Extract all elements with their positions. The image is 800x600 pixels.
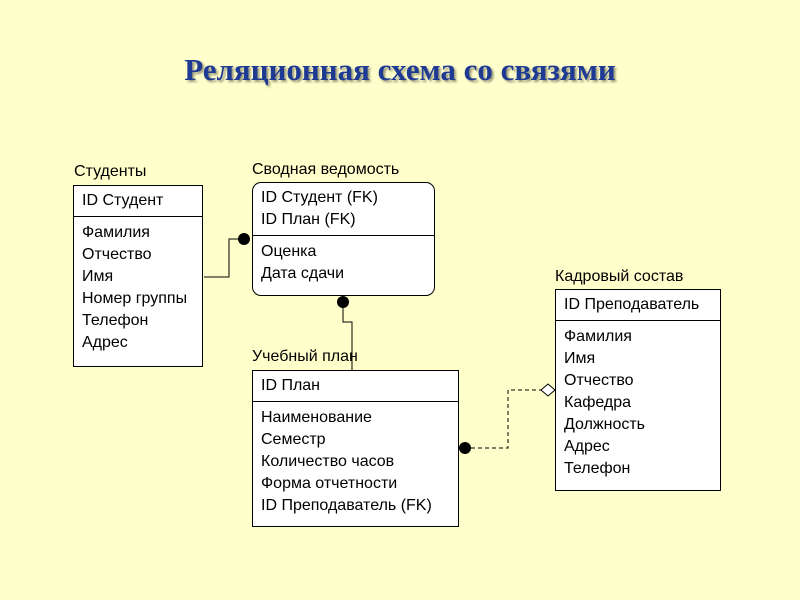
plan-attributes: Наименование Семестр Количество часов Фо… xyxy=(253,402,458,522)
plan-field: Наименование xyxy=(261,409,372,426)
connector-line xyxy=(204,238,244,278)
summary-key-section: ID Студент (FK) ID План (FK) xyxy=(253,183,434,236)
staff-field: Адрес xyxy=(564,438,610,455)
relation-staff-plan xyxy=(459,383,556,454)
staff-attributes: Фамилия Имя Отчество Кафедра Должность А… xyxy=(556,321,720,485)
students-table-label: Студенты xyxy=(74,163,147,180)
relation-plan-summary xyxy=(337,296,353,370)
students-field: Номер группы xyxy=(82,290,188,307)
staff-key-field: ID Преподаватель xyxy=(564,296,700,313)
staff-key-section: ID Преподаватель xyxy=(556,290,720,321)
summary-attributes: Оценка Дата сдачи xyxy=(253,236,434,290)
many-end-dot xyxy=(337,296,349,308)
connector-line xyxy=(342,302,353,370)
students-table[interactable]: ID Студент Фамилия Отчество Имя Номер гр… xyxy=(73,185,203,367)
students-attributes: Фамилия Отчество Имя Номер группы Телефо… xyxy=(74,217,202,359)
students-field: Телефон xyxy=(82,312,149,329)
plan-table[interactable]: ID План Наименование Семестр Количество … xyxy=(252,370,459,527)
students-field: Фамилия xyxy=(82,224,150,241)
staff-field: Должность xyxy=(564,416,645,433)
summary-table[interactable]: ID Студент (FK) ID План (FK) Оценка Дата… xyxy=(252,182,435,296)
summary-field: Дата сдачи xyxy=(261,265,345,282)
plan-key-section: ID План xyxy=(253,371,458,402)
relation-students-summary xyxy=(204,233,250,278)
students-field: Имя xyxy=(82,268,114,285)
page-title: Реляционная схема со связями xyxy=(184,52,616,87)
connector-line xyxy=(471,389,541,449)
students-field: Отчество xyxy=(82,246,152,263)
diamond-icon xyxy=(540,383,556,397)
staff-field: Фамилия xyxy=(564,328,632,345)
summary-field: Оценка xyxy=(261,243,317,260)
staff-table-label: Кадровый состав xyxy=(555,268,684,285)
plan-table-label: Учебный план xyxy=(252,348,358,365)
staff-field: Кафедра xyxy=(564,394,632,411)
many-end-dot xyxy=(459,442,471,454)
many-end-dot xyxy=(238,233,250,245)
students-field: Адрес xyxy=(82,334,128,351)
staff-field: Имя xyxy=(564,350,596,367)
staff-table[interactable]: ID Преподаватель Фамилия Имя Отчество Ка… xyxy=(555,289,721,491)
students-key-section: ID Студент xyxy=(74,186,202,217)
summary-table-label: Сводная ведомость xyxy=(252,161,400,178)
plan-field: Форма отчетности xyxy=(261,475,398,492)
summary-key-field: ID План (FK) xyxy=(261,211,356,228)
plan-field: Семестр xyxy=(261,431,326,448)
staff-field: Телефон xyxy=(564,460,631,477)
plan-field: ID Преподаватель (FK) xyxy=(261,497,432,514)
plan-field: Количество часов xyxy=(261,453,395,470)
students-key-field: ID Студент xyxy=(82,192,164,209)
plan-key-field: ID План xyxy=(261,377,321,394)
summary-key-field: ID Студент (FK) xyxy=(261,189,378,206)
staff-field: Отчество xyxy=(564,372,634,389)
